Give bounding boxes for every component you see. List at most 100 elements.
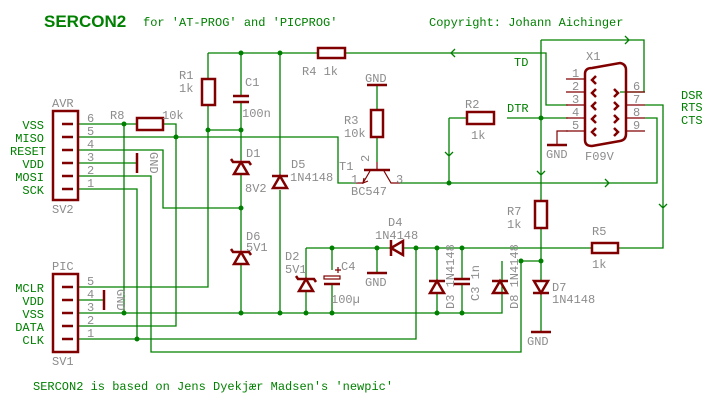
title: SERCON2 (44, 12, 126, 31)
pic-signal: MCLR (15, 282, 44, 296)
resistor-r1 (200, 77, 217, 107)
avr-signal: MISO (15, 132, 44, 146)
svg-text:1: 1 (351, 173, 358, 187)
svg-text:8V2: 8V2 (245, 182, 267, 196)
capacitor-c3 (454, 277, 470, 286)
pic-connector-id: SV1 (52, 355, 74, 369)
pic-connector (51, 272, 80, 354)
svg-text:C3 1n: C3 1n (469, 265, 483, 301)
svg-text:D6: D6 (246, 230, 260, 244)
svg-text:R5: R5 (592, 225, 606, 239)
pin-number: 3 (87, 301, 94, 315)
svg-text:C4: C4 (341, 260, 355, 274)
avr-gnd-label: GND (146, 152, 160, 174)
resistor-r8 (135, 116, 165, 132)
svg-text:4: 4 (572, 106, 579, 120)
svg-text:D7: D7 (552, 281, 566, 295)
svg-text:3: 3 (396, 173, 403, 187)
svg-text:1: 1 (572, 67, 579, 81)
pin-number: 6 (87, 112, 94, 126)
diode-d4 (388, 238, 405, 258)
avr-connector-id: SV2 (52, 203, 74, 217)
resistor-r5 (590, 241, 620, 255)
svg-text:1k: 1k (507, 218, 521, 232)
pin-number: 2 (87, 164, 94, 178)
capacitor-c4 (323, 267, 341, 286)
resistor-r3 (369, 108, 385, 139)
svg-text:1N4148: 1N4148 (552, 293, 595, 307)
svg-text:GND: GND (365, 276, 387, 290)
avr-signal: VSS (22, 119, 44, 133)
svg-text:1k: 1k (592, 258, 606, 272)
svg-text:10k: 10k (162, 109, 184, 123)
avr-signal: SCK (22, 184, 44, 198)
svg-text:1k: 1k (179, 82, 193, 96)
svg-text:D1: D1 (246, 147, 260, 161)
avr-signal: MOSI (15, 171, 44, 185)
svg-text:5V1: 5V1 (246, 241, 268, 255)
signal-dsr: DSR (681, 89, 703, 103)
svg-text:BC547: BC547 (351, 185, 387, 199)
pic-signal: DATA (15, 321, 45, 335)
svg-text:X1: X1 (586, 50, 600, 64)
copyright: Copyright: Johann Aichinger (429, 16, 623, 30)
svg-text:9: 9 (633, 119, 640, 133)
svg-text:1N4148: 1N4148 (375, 229, 418, 243)
svg-text:6: 6 (633, 80, 640, 94)
pic-signal: CLK (22, 334, 44, 348)
sub-d-connector-x1 (566, 61, 645, 148)
avr-signal: RESET (10, 145, 46, 159)
pin-number: 3 (87, 151, 94, 165)
resistors (135, 46, 620, 255)
svg-text:3: 3 (572, 93, 579, 107)
pic-signal: VSS (22, 308, 44, 322)
pin-number: 1 (87, 327, 94, 341)
pic-signal: VDD (22, 295, 44, 309)
svg-text:8: 8 (633, 106, 640, 120)
pin-number: 5 (87, 125, 94, 139)
svg-text:D5: D5 (291, 158, 305, 172)
avr-signal: VDD (22, 158, 44, 172)
svg-text:1k: 1k (471, 129, 485, 143)
svg-text:100n: 100n (242, 107, 271, 121)
pin-number: 2 (87, 314, 94, 328)
svg-text:5: 5 (572, 119, 579, 133)
junctions (121, 50, 544, 342)
svg-text:1N4148: 1N4148 (290, 171, 333, 185)
svg-text:100µ: 100µ (331, 293, 360, 307)
svg-text:F09V: F09V (585, 150, 615, 164)
diode-d3 (427, 278, 447, 295)
zener-d2 (294, 275, 318, 293)
avr-connector-name: AVR (52, 97, 74, 111)
wires (78, 35, 668, 353)
svg-text:R4 1k: R4 1k (302, 65, 338, 79)
subtitle: for 'AT-PROG' and 'PICPROG' (143, 16, 337, 30)
svg-text:D3 1N4148: D3 1N4148 (444, 244, 458, 309)
pic-gnd-label: GND (113, 289, 127, 311)
avr-connector (51, 109, 80, 202)
svg-text:R3: R3 (344, 114, 358, 128)
part-labels: R1 1k C1 100n R4 1k R8 10k R3 10k GND R2… (110, 50, 640, 349)
svg-text:D2: D2 (285, 250, 299, 264)
pin-number: 4 (87, 138, 94, 152)
pin-number: 1 (87, 177, 94, 191)
transistor-t1 (356, 162, 400, 184)
svg-text:GND: GND (546, 148, 568, 162)
svg-text:D8 1N4148: D8 1N4148 (508, 244, 522, 309)
diode-d8 (490, 278, 510, 295)
resistor-r4 (316, 46, 347, 60)
svg-text:GND: GND (527, 335, 549, 349)
resistor-r7 (533, 199, 549, 230)
svg-text:R8: R8 (110, 109, 124, 123)
svg-text:R7: R7 (507, 205, 521, 219)
svg-text:10k: 10k (344, 127, 366, 141)
pin-number: 5 (87, 275, 94, 289)
signal-td: TD (514, 56, 528, 70)
diodes (229, 158, 551, 296)
svg-text:2: 2 (572, 80, 579, 94)
svg-text:T1: T1 (339, 160, 353, 174)
svg-text:7: 7 (633, 93, 640, 107)
pin-number: 4 (87, 288, 94, 302)
signal-dtr: DTR (507, 102, 529, 116)
